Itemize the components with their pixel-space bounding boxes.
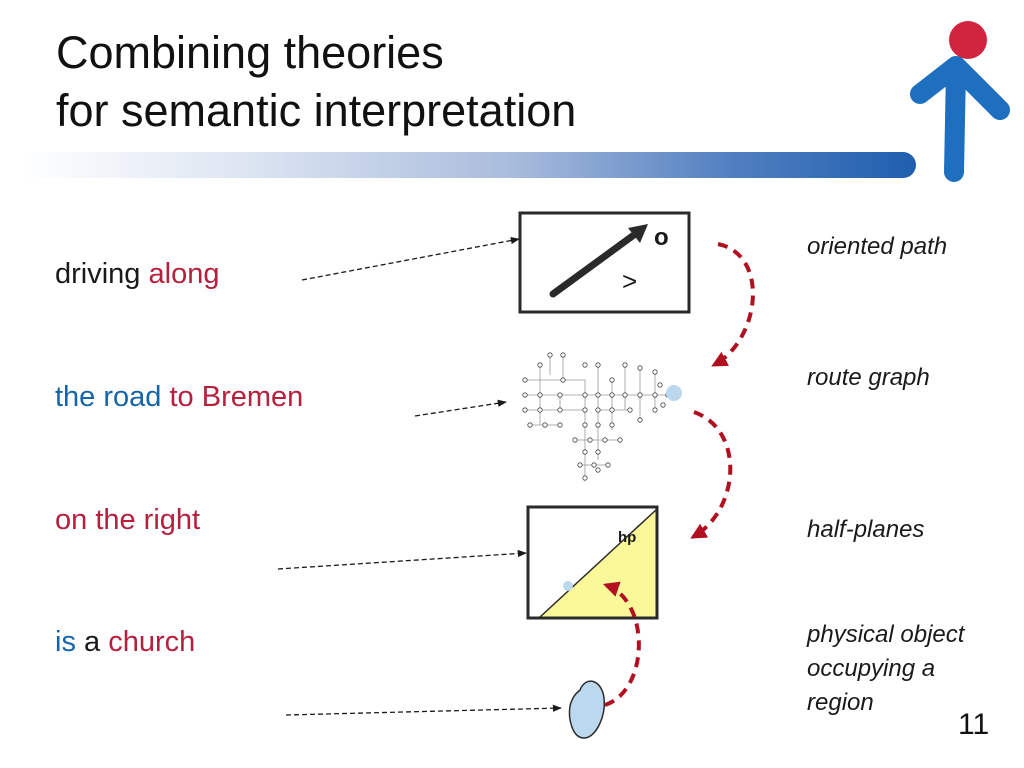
route-graph-node bbox=[609, 377, 615, 383]
route-graph-node bbox=[557, 407, 563, 413]
route-graph-node bbox=[542, 422, 548, 428]
logo-stem bbox=[944, 60, 966, 182]
route-graph-node bbox=[605, 462, 611, 468]
route-graph-node bbox=[595, 362, 601, 368]
route-graph-node bbox=[622, 392, 628, 398]
title-line-1: Combining theories bbox=[56, 27, 444, 78]
route-graph-node bbox=[595, 407, 601, 413]
word-along: along bbox=[148, 258, 220, 290]
route-graph-node bbox=[652, 407, 658, 413]
arrow-road-to-bremen bbox=[414, 399, 507, 417]
oriented-path-arrow bbox=[549, 228, 642, 298]
route-graph-node bbox=[560, 377, 566, 383]
route-graph-highlight bbox=[666, 385, 682, 401]
route-graph-node bbox=[537, 407, 543, 413]
route-graph-node bbox=[657, 382, 663, 388]
label-physical-object-line-2: occupying a bbox=[807, 655, 936, 682]
route-graph-node bbox=[609, 407, 615, 413]
page-number: 11 bbox=[958, 708, 990, 741]
route-graph-node bbox=[595, 422, 601, 428]
path-box-gt: > bbox=[622, 266, 637, 296]
route-graph-node bbox=[572, 437, 578, 443]
oriented-path-box bbox=[518, 211, 691, 314]
route-graph-node bbox=[627, 407, 633, 413]
arrow-driving-along bbox=[301, 236, 520, 281]
phrase-road-to-bremen: the road to Bremen bbox=[55, 381, 303, 414]
route-graph-node bbox=[602, 437, 608, 443]
word-to-bremen: to Bremen bbox=[169, 381, 304, 413]
route-graph-node bbox=[547, 352, 553, 358]
route-graph-node bbox=[660, 402, 666, 408]
route-graph-node bbox=[595, 449, 601, 455]
route-graph-node bbox=[652, 392, 658, 398]
label-physical-object-line-1: physical object bbox=[807, 621, 965, 648]
phrase-is-a-church: is a church bbox=[55, 626, 195, 659]
route-graph-node bbox=[522, 377, 528, 383]
slide-title: Combining theories for semantic interpre… bbox=[56, 24, 576, 140]
route-graph-node bbox=[609, 422, 615, 428]
route-graph-node bbox=[617, 437, 623, 443]
route-graph-node bbox=[637, 392, 643, 398]
physical-object-blob bbox=[568, 680, 605, 739]
arrow-on-the-right bbox=[277, 549, 527, 570]
route-graph-node bbox=[595, 467, 601, 473]
route-graph-node bbox=[582, 392, 588, 398]
red-arrow-path-to-graph bbox=[711, 242, 755, 367]
label-half-planes: half-planes bbox=[807, 516, 925, 543]
word-the-road: the road bbox=[55, 381, 162, 413]
route-graph-node bbox=[557, 392, 563, 398]
word-church: church bbox=[108, 626, 196, 658]
red-arrow-graph-to-halfplane bbox=[690, 410, 733, 539]
half-plane-diagonal bbox=[539, 508, 658, 618]
route-graph-node bbox=[622, 362, 628, 368]
red-arrow-object-to-halfplane bbox=[602, 581, 641, 707]
route-graph-node bbox=[527, 422, 533, 428]
route-graph-node bbox=[609, 392, 615, 398]
label-physical-object: physical object occupying a region bbox=[807, 618, 964, 720]
half-plane-point bbox=[563, 581, 573, 591]
route-graph-node bbox=[587, 437, 593, 443]
route-graph-node bbox=[582, 407, 588, 413]
route-graph-node bbox=[637, 365, 643, 371]
word-on-the-right: on the right bbox=[55, 504, 201, 536]
route-graph-node bbox=[582, 422, 588, 428]
word-is: is bbox=[55, 626, 76, 658]
phrase-driving-along: driving along bbox=[55, 258, 219, 291]
route-graph-node bbox=[522, 407, 528, 413]
route-graph-node bbox=[582, 475, 588, 481]
route-graph-node bbox=[652, 369, 658, 375]
route-graph-node bbox=[582, 449, 588, 455]
title-line-2: for semantic interpretation bbox=[56, 85, 577, 136]
route-graph-node bbox=[522, 392, 528, 398]
person-arrow-logo bbox=[910, 21, 1010, 182]
word-a: a bbox=[84, 626, 101, 658]
route-graph-node bbox=[537, 392, 543, 398]
route-graph-node bbox=[595, 392, 601, 398]
route-graph-node bbox=[582, 362, 588, 368]
route-graph-node bbox=[637, 417, 643, 423]
phrase-on-the-right: on the right bbox=[55, 504, 200, 537]
route-graph bbox=[522, 352, 671, 481]
path-box-o: o bbox=[654, 224, 669, 251]
oriented-path-arrowhead bbox=[628, 224, 648, 243]
arrow-is-a-church bbox=[285, 704, 562, 716]
route-graph-node bbox=[557, 422, 563, 428]
title-gradient-bar bbox=[20, 152, 916, 178]
word-driving: driving bbox=[55, 258, 141, 290]
route-graph-node bbox=[537, 362, 543, 368]
half-plane-label: hp bbox=[618, 529, 636, 546]
route-graph-node bbox=[591, 462, 597, 468]
route-graph-node bbox=[560, 352, 566, 358]
route-graph-node bbox=[577, 462, 583, 468]
label-physical-object-line-3: region bbox=[807, 689, 874, 716]
label-route-graph: route graph bbox=[807, 364, 930, 391]
logo-head bbox=[949, 21, 987, 59]
label-oriented-path: oriented path bbox=[807, 233, 948, 260]
